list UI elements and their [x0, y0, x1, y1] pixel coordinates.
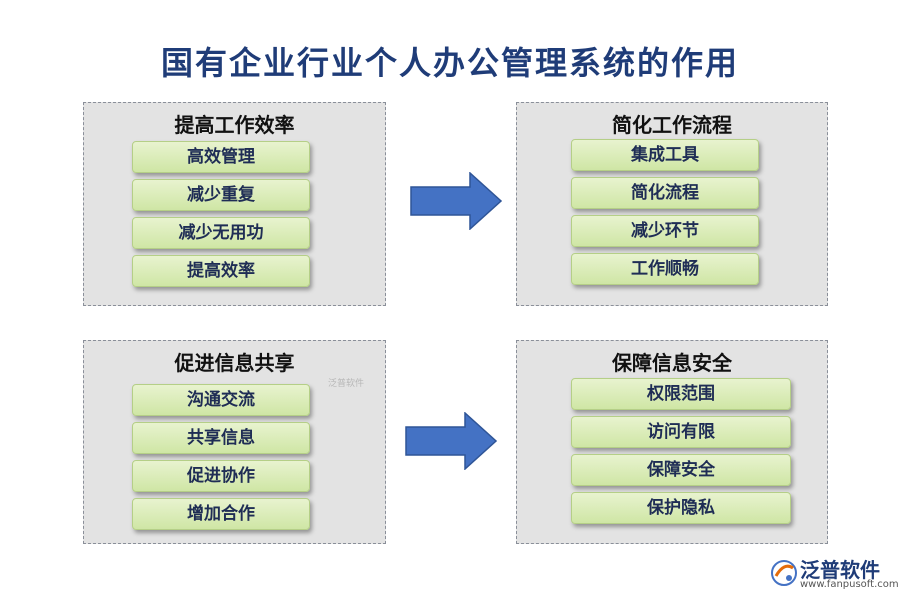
list-item: 沟通交流: [132, 384, 310, 416]
list-item: 保障安全: [571, 454, 791, 486]
fanpu-logo-icon: [771, 560, 797, 586]
list-item: 减少无用功: [132, 217, 310, 249]
right-arrow-icon: [410, 172, 502, 230]
logo-name: 泛普软件: [800, 558, 880, 582]
brand-logo: 泛普软件 www.fanpusoft.com: [770, 554, 899, 596]
list-item: 减少环节: [571, 215, 759, 247]
panel-simplify-workflow: 简化工作流程 集成工具 简化流程 减少环节 工作顺畅: [516, 102, 828, 306]
list-item: 共享信息: [132, 422, 310, 454]
watermark: 泛普软件: [328, 379, 365, 389]
panel-title: 保障信息安全: [612, 351, 732, 375]
list-item: 简化流程: [571, 177, 759, 209]
panel-improve-efficiency: 提高工作效率 高效管理 减少重复 减少无用功 提高效率: [83, 102, 386, 306]
list-item: 访问有限: [571, 416, 791, 448]
logo-url: www.fanpusoft.com: [800, 579, 899, 590]
list-item: 高效管理: [132, 141, 310, 173]
panel-promote-sharing: 促进信息共享 沟通交流 共享信息 促进协作 增加合作: [83, 340, 386, 544]
page-title: 国有企业行业个人办公管理系统的作用: [160, 44, 739, 82]
list-item: 保护隐私: [571, 492, 791, 524]
panel-title: 提高工作效率: [174, 113, 295, 137]
list-item: 减少重复: [132, 179, 310, 211]
list-item: 工作顺畅: [571, 253, 759, 285]
panel-title: 促进信息共享: [174, 351, 295, 375]
list-item: 促进协作: [132, 460, 310, 492]
panel-secure-info: 保障信息安全 权限范围 访问有限 保障安全 保护隐私: [516, 340, 828, 544]
list-item: 增加合作: [132, 498, 310, 530]
panel-title: 简化工作流程: [612, 113, 732, 137]
right-arrow-icon: [405, 412, 497, 470]
list-item: 集成工具: [571, 139, 759, 171]
list-item: 提高效率: [132, 255, 310, 287]
list-item: 权限范围: [571, 378, 791, 410]
